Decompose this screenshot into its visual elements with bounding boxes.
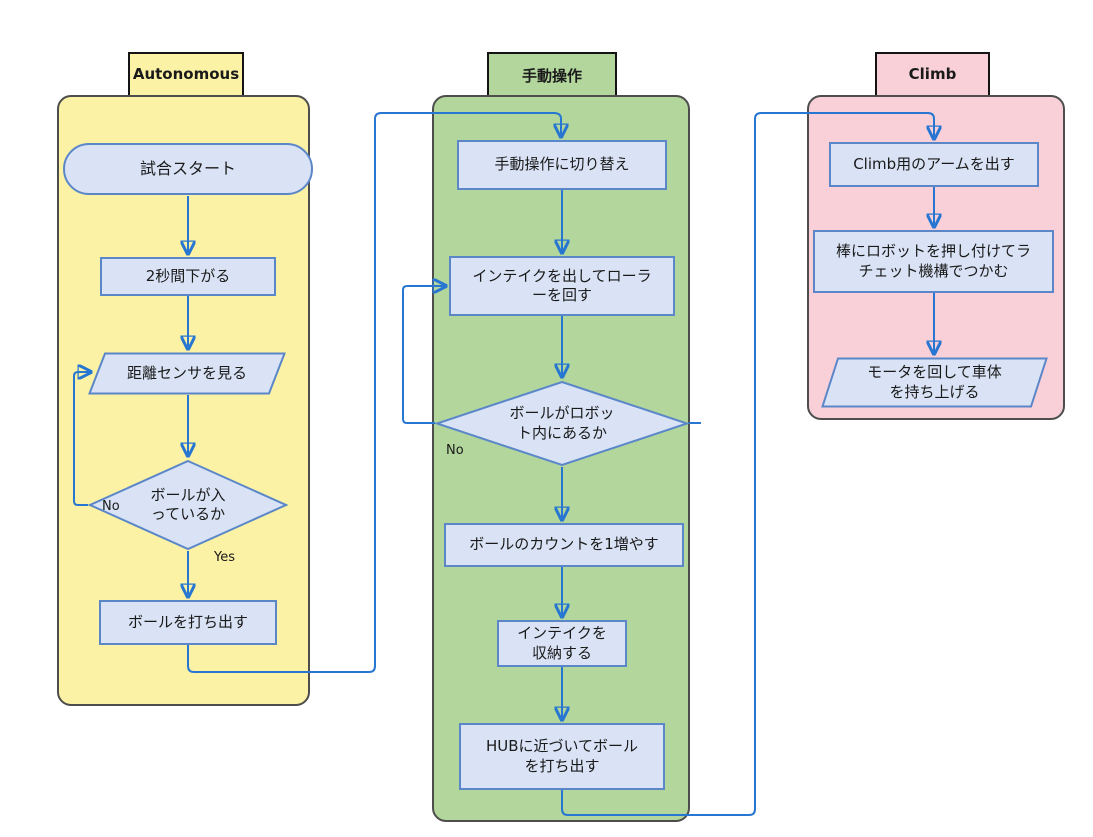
node-approach-hub-launch: HUBに近づいてボール を打ち出す xyxy=(459,723,665,790)
node-match-start: 試合スタート xyxy=(63,143,313,195)
node-deploy-climb-arm: Climb用のアームを出す xyxy=(829,142,1039,187)
lane-title-autonomous: Autonomous xyxy=(132,65,240,83)
lane-tab-climb: Climb xyxy=(875,52,990,100)
edge-label-no-manual: No xyxy=(446,443,464,458)
lane-title-manual: 手動操作 xyxy=(521,67,582,85)
node-check-distance-sensor: 距離センサを見る xyxy=(88,352,286,395)
lane-title-climb: Climb xyxy=(908,65,957,83)
node-switch-to-manual: 手動操作に切り替え xyxy=(457,140,667,190)
lane-tab-autonomous: Autonomous xyxy=(128,52,244,100)
edge-label-no-autonomous: No xyxy=(102,499,120,514)
node-deploy-intake-spin-roller: インテイクを出してローラ ーを回す xyxy=(449,256,675,316)
node-increment-ball-count: ボールのカウントを1増やす xyxy=(444,523,684,567)
node-press-ratchet-grab: 棒にロボットを押し付けてラ チェット機構でつかむ xyxy=(813,230,1054,293)
node-launch-ball: ボールを打ち出す xyxy=(99,600,277,645)
node-descend-2s: 2秒間下がる xyxy=(100,257,276,296)
edge-label-yes-autonomous: Yes xyxy=(214,550,235,565)
node-ball-in-robot-decision: ボールがロボッ ト内にあるか xyxy=(435,380,689,467)
node-motor-lift-body: モータを回して車体 を持ち上げる xyxy=(821,357,1048,408)
lane-tab-manual: 手動操作 xyxy=(487,52,617,100)
node-stow-intake: インテイクを 収納する xyxy=(497,620,627,667)
